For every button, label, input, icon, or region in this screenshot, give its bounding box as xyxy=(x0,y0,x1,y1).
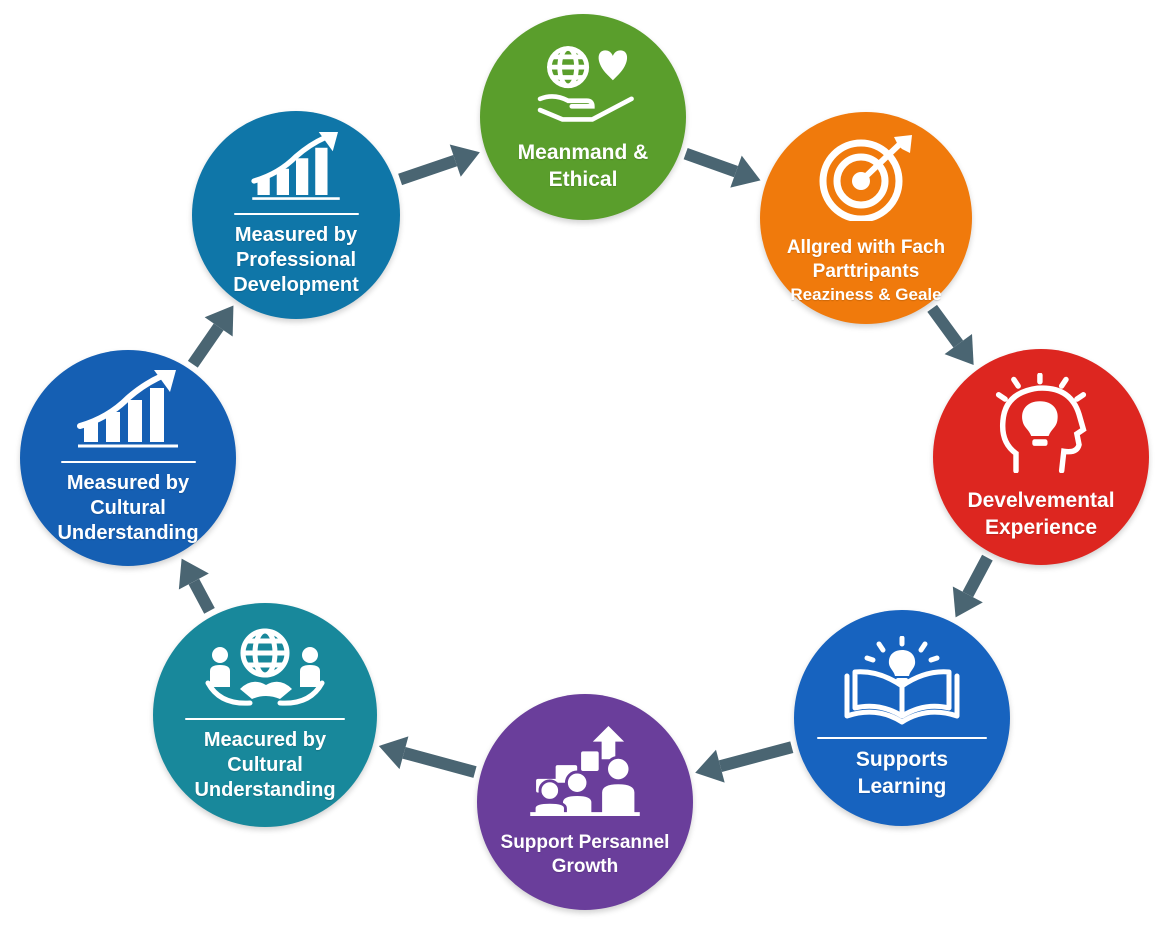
node-label-line: Cultural xyxy=(227,754,303,776)
node-label-line: Professional xyxy=(235,249,357,271)
cycle-arrow xyxy=(378,736,477,778)
cycle-arrow xyxy=(927,304,974,366)
cycle-arrow xyxy=(187,305,234,368)
arrow-shaft xyxy=(718,741,794,772)
divider-line xyxy=(817,737,987,740)
book-lightbulb-icon xyxy=(827,635,977,731)
node-label-line: Growth xyxy=(551,855,619,877)
arrow-head xyxy=(449,144,480,177)
cycle-arrow xyxy=(398,144,480,186)
divider-line xyxy=(233,213,359,215)
node-label-line: Supports xyxy=(855,748,949,772)
node-label-line: Learning xyxy=(857,774,947,798)
bar-chart-growth-icon xyxy=(246,132,346,207)
arrow-shaft xyxy=(187,323,224,368)
arrow-shaft xyxy=(962,554,993,598)
node-label: Meanmand &Ethical xyxy=(518,140,649,193)
node-label-line: Experience xyxy=(984,515,1098,539)
arrow-shaft xyxy=(188,578,215,614)
cycle-arrow xyxy=(695,741,794,783)
cycle-arrow xyxy=(952,554,993,618)
arrow-shaft xyxy=(683,147,739,178)
divider-line xyxy=(185,718,345,720)
arrow-head xyxy=(730,155,761,188)
globe-heart-hand-icon xyxy=(523,41,643,130)
cycle-node-top: Meanmand &Ethical xyxy=(480,14,686,220)
arrow-head xyxy=(695,749,725,783)
node-label-line: Cultural xyxy=(90,497,166,519)
arrow-head xyxy=(952,586,983,618)
node-label-line: Meacured by xyxy=(203,729,327,751)
node-label-line: Meanmand & xyxy=(517,141,649,165)
node-label-line: Understanding xyxy=(194,779,336,801)
arrow-shaft xyxy=(927,304,964,348)
arrow-shaft xyxy=(402,746,477,778)
head-lightbulb-icon xyxy=(991,372,1091,478)
node-label-line: Support Persannel xyxy=(500,831,670,853)
arrow-shaft xyxy=(398,154,458,186)
globe-people-icon xyxy=(200,627,330,712)
cycle-arrow xyxy=(178,558,215,614)
people-growth-icon xyxy=(525,725,645,821)
node-label-line: Reaziness & Geale xyxy=(790,284,942,304)
node-label-line: Parttripants xyxy=(812,260,920,282)
target-arrow-icon xyxy=(816,131,916,226)
node-label-line: Develvemental xyxy=(967,489,1115,513)
node-label-line: Ethical xyxy=(548,167,618,191)
arrow-head xyxy=(204,305,234,337)
divider-line xyxy=(60,461,196,463)
cycle-arrow xyxy=(683,147,761,188)
node-label-line: Allgred with Fach xyxy=(786,237,946,259)
arrow-head xyxy=(178,558,209,590)
node-label-line: Understanding xyxy=(57,522,199,544)
arrow-head xyxy=(944,334,974,366)
arrow-head xyxy=(378,736,409,770)
bar-chart-growth-icon xyxy=(73,370,183,455)
node-label-line: Measured by xyxy=(234,224,358,246)
node-label-line: Development xyxy=(233,274,359,296)
node-label-line: Measured by xyxy=(66,472,190,494)
